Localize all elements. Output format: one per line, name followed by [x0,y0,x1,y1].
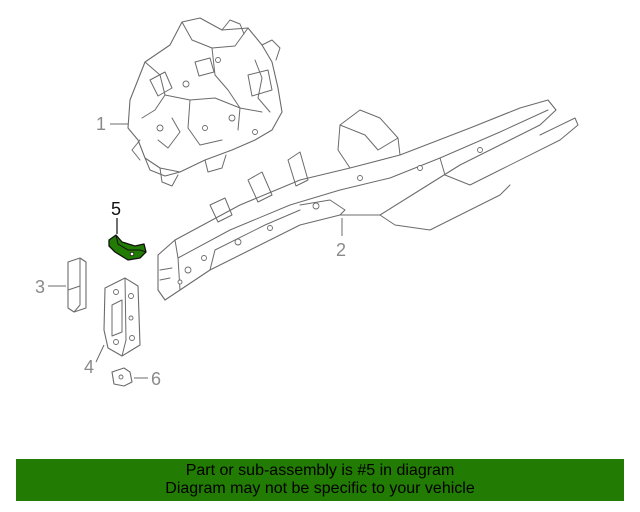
part-4-bracket-plate [103,277,141,357]
callout-3: 3 [35,277,45,297]
banner-line-2: Diagram may not be specific to your vehi… [165,480,475,497]
part-info-banner: Part or sub-assembly is #5 in diagram Di… [16,459,624,501]
part-6-clip [111,367,133,387]
callout-4: 4 [84,357,94,377]
banner-line-1: Part or sub-assembly is #5 in diagram [185,462,455,479]
leader-line-4 [95,344,105,363]
part-2-frame-rail [157,99,579,301]
callout-1: 1 [96,114,106,134]
parts-diagram: 1 2 3 4 5 6 [35,17,579,389]
callout-6: 6 [151,369,161,389]
part-3-reinforcement-strip [67,257,87,313]
part-5-bracket-highlighted [108,234,147,261]
callout-2: 2 [336,240,346,260]
callout-5: 5 [111,199,121,219]
part-1-apron-assembly [127,17,283,187]
